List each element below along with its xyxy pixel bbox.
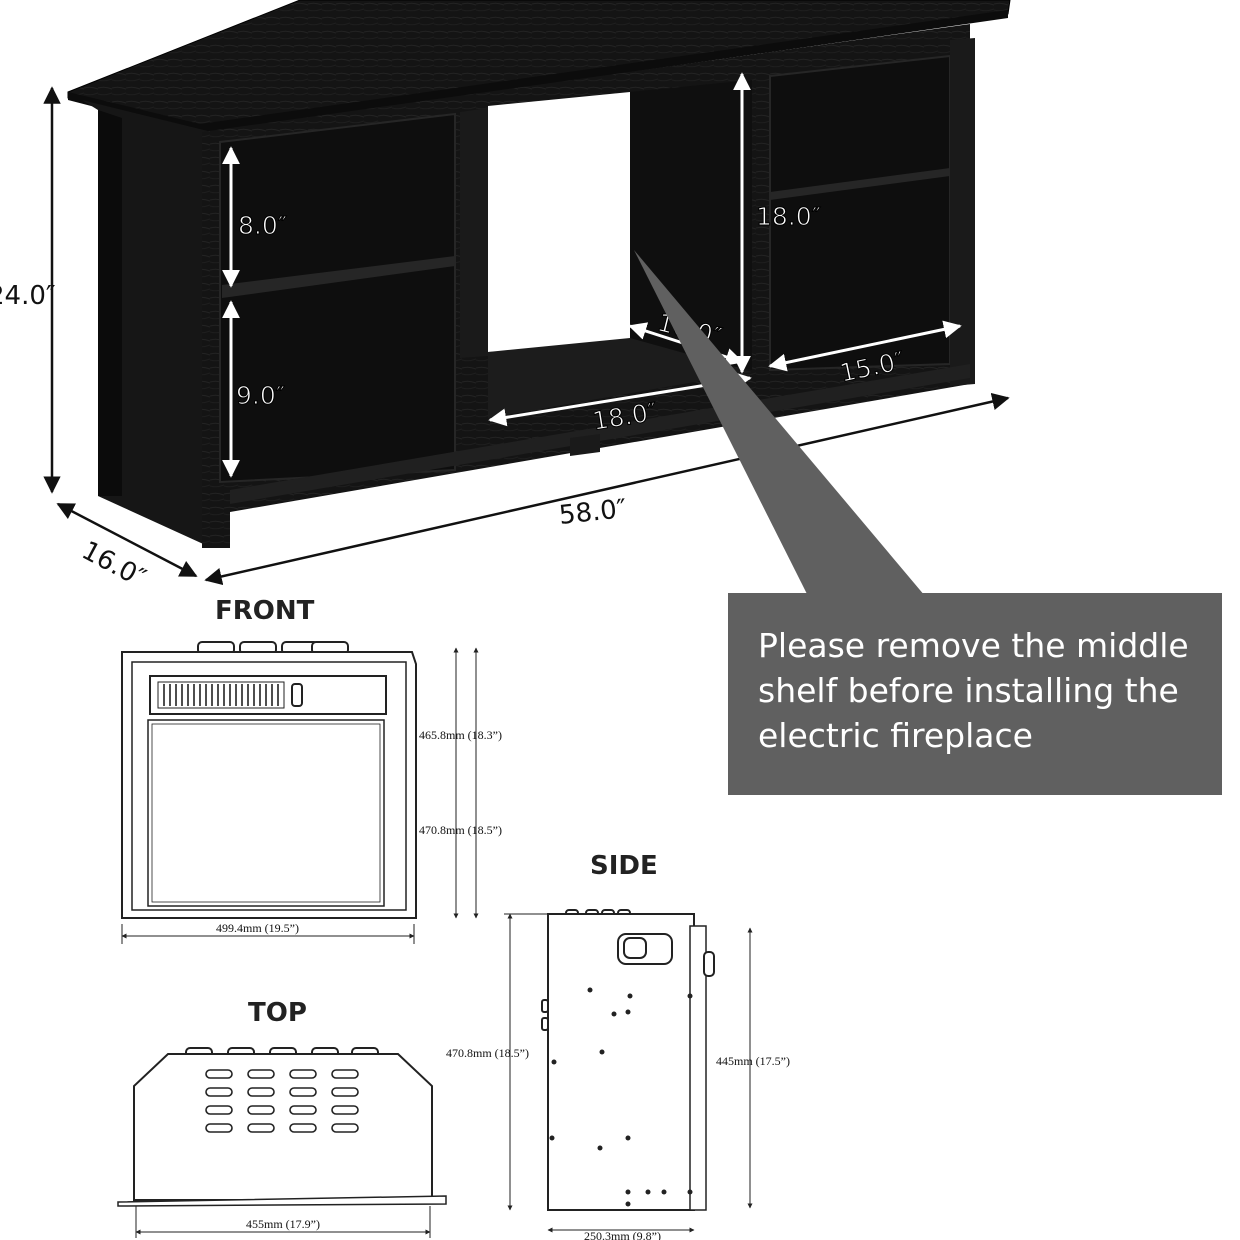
exterior-dimension-lines xyxy=(43,86,1010,586)
left-lower-shelf-dim: 9.0″ xyxy=(236,381,285,410)
tv-cabinet xyxy=(67,0,1011,548)
side-view-dimensions xyxy=(504,913,753,1233)
side-view-title: SIDE xyxy=(590,851,658,881)
top-view-title: TOP xyxy=(248,998,307,1028)
side-height-right-dim: 445mm (17.5”) xyxy=(716,1054,790,1068)
callout-line-3: electric fireplace xyxy=(758,716,1033,755)
front-height-outer-dim: 465.8mm (18.3”) xyxy=(419,728,502,742)
front-height-inner-dim: 470.8mm (18.5”) xyxy=(419,823,502,837)
left-shelf xyxy=(222,256,455,298)
top-view-drawing xyxy=(117,1047,447,1207)
center-opening-height-dim: 18.0″ xyxy=(756,202,821,231)
front-view-dimensions xyxy=(121,647,479,944)
callout-line-1: Please remove the middle xyxy=(758,626,1189,665)
side-height-left-dim: 470.8mm (18.5”) xyxy=(446,1046,529,1060)
front-view-title: FRONT xyxy=(215,596,315,626)
top-width-dim: 455mm (17.9”) xyxy=(246,1217,320,1231)
left-upper-shelf-dim: 8.0″ xyxy=(238,211,287,240)
front-width-dim: 499.4mm (19.5”) xyxy=(216,921,299,935)
cabinet-depth-dim: 16.0″ xyxy=(77,536,151,594)
right-shelf xyxy=(770,168,950,200)
side-depth-dim: 250.3mm (9.8”) xyxy=(584,1229,661,1240)
callout-line-2: shelf before installing the xyxy=(758,671,1179,710)
cabinet-right-leg xyxy=(950,38,975,386)
install-note-callout: Please remove the middle shelf before in… xyxy=(728,593,1222,795)
side-view-drawing xyxy=(541,909,715,1211)
cabinet-height-dim: 24.0″ xyxy=(0,281,56,311)
center-opening-frame xyxy=(460,108,488,358)
cabinet-width-dim: 58.0″ xyxy=(558,494,629,531)
left-compartment xyxy=(219,112,456,484)
center-back-panel xyxy=(488,92,630,352)
top-view-dimensions xyxy=(135,1206,431,1238)
callout-pointer xyxy=(634,250,925,596)
front-view-drawing xyxy=(121,641,417,919)
